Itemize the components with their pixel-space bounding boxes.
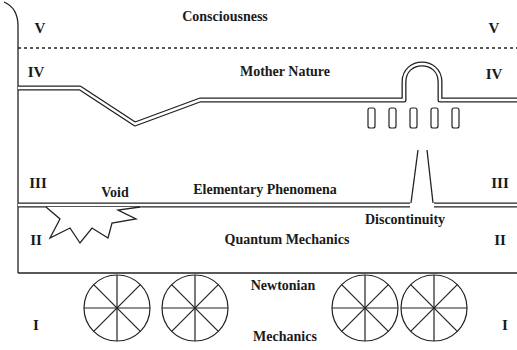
double-line-outer <box>18 203 517 208</box>
spoke <box>411 285 458 332</box>
wheel <box>84 275 150 341</box>
layer-numeral: I <box>502 318 508 333</box>
wheel-rim <box>401 275 467 341</box>
wheel <box>332 275 398 341</box>
spoke <box>411 285 458 332</box>
layer-label: Mother Nature <box>240 65 330 79</box>
spoke <box>94 285 141 332</box>
layer-numeral: I <box>33 318 39 333</box>
layer-numeral: V <box>35 21 46 36</box>
spoke <box>342 285 389 332</box>
wheel <box>162 275 228 341</box>
slot <box>431 108 438 128</box>
layer-numeral: III <box>29 176 47 191</box>
double-boundary <box>18 64 517 205</box>
layer-label: Void <box>101 186 129 200</box>
wheel <box>401 275 467 341</box>
layer-label: Elementary Phenomena <box>193 183 336 197</box>
layer-label: Consciousness <box>182 10 268 24</box>
layer-numeral: III <box>491 176 509 191</box>
spoke <box>172 285 219 332</box>
layer-label: Newtonian <box>251 279 316 293</box>
double-line-inner <box>18 204 517 206</box>
wheel-rim <box>84 275 150 341</box>
spoke <box>172 285 219 332</box>
layer-numeral: V <box>489 21 500 36</box>
particle-slots <box>368 108 459 128</box>
slot <box>410 108 417 128</box>
spoke <box>342 285 389 332</box>
discontinuity-gap <box>411 150 433 203</box>
layer-numeral: II <box>494 233 506 248</box>
layer-label: Quantum Mechanics <box>225 233 350 247</box>
slot <box>389 108 396 128</box>
layer-numeral: IV <box>486 67 503 82</box>
layer-label: Mechanics <box>253 330 317 344</box>
void-burst <box>46 207 140 243</box>
layer-numeral: II <box>30 233 42 248</box>
frame-edge <box>4 2 18 273</box>
dashed-boundary <box>18 47 517 48</box>
slot <box>452 108 459 128</box>
layer-label: Discontinuity <box>365 213 445 227</box>
wheel-rim <box>332 275 398 341</box>
double-line-outer <box>18 64 517 124</box>
slot <box>368 108 375 128</box>
gap-line <box>411 150 418 203</box>
gap-line <box>427 150 433 203</box>
double-line-inner <box>18 64 517 124</box>
layer-numeral: IV <box>28 65 45 80</box>
wheel-rim <box>162 275 228 341</box>
layer-boundary <box>18 272 517 273</box>
spoke <box>94 285 141 332</box>
